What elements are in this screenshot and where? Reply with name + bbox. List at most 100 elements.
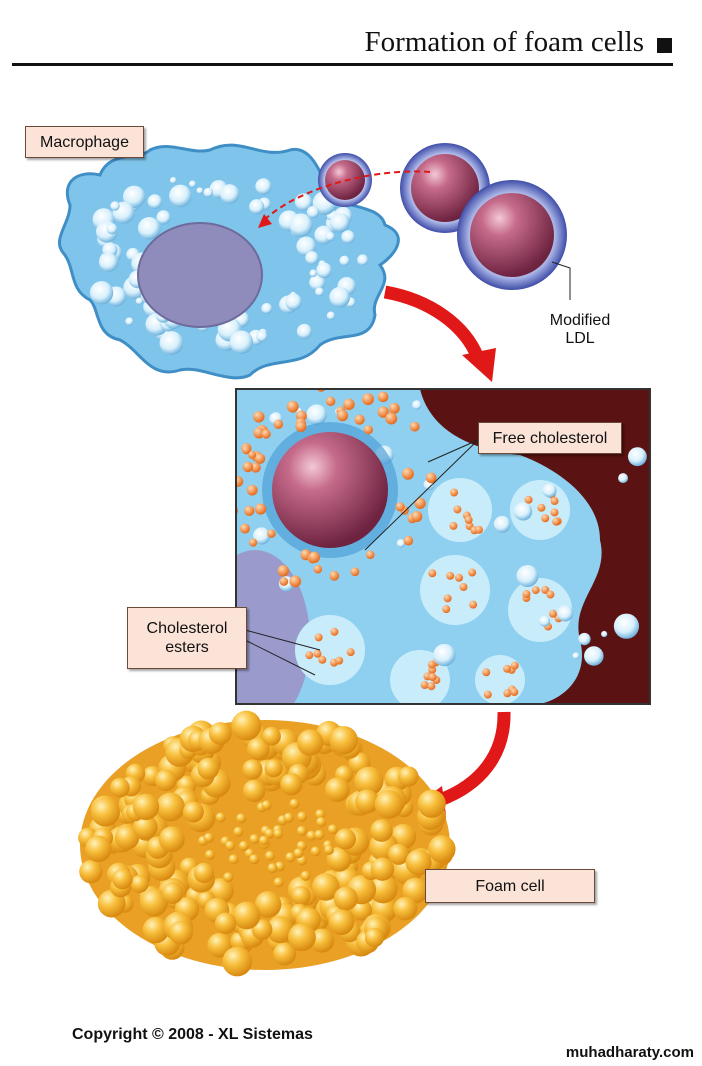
free-cholesterol-droplet	[362, 393, 374, 406]
lipid-droplet	[393, 896, 417, 921]
cholesterol-ester	[318, 655, 327, 664]
lipid-droplet	[182, 801, 204, 823]
lipid-droplet	[351, 899, 373, 921]
free-cholesterol-droplet	[295, 421, 307, 432]
vesicle	[542, 483, 557, 498]
lipid-droplet	[156, 792, 185, 822]
free-cholesterol-droplet	[242, 461, 254, 473]
free-cholesterol-droplet	[350, 567, 360, 577]
modified-ldl-particles	[258, 143, 571, 300]
lipid-droplet	[203, 832, 214, 843]
free-cholesterol-droplet	[329, 570, 340, 581]
free-cholesterol-droplet	[336, 410, 349, 422]
lipid-droplet	[223, 872, 234, 883]
modified-ldl-label-line2: LDL	[565, 330, 595, 347]
lipid-droplet	[264, 828, 275, 839]
modified-ldl-label-line1: Modified	[549, 312, 611, 329]
vacuole	[255, 178, 272, 195]
lipid-droplet	[306, 830, 317, 841]
lipid-droplet	[242, 779, 266, 803]
vacuole	[188, 180, 196, 188]
vacuole	[249, 199, 265, 215]
vesicle	[618, 473, 629, 484]
vacuole	[261, 303, 273, 314]
vacuole	[357, 254, 369, 266]
lipid-droplet	[267, 863, 278, 874]
free-cholesterol-droplet	[253, 411, 265, 423]
cholesterol-ester	[475, 525, 484, 534]
cholesterol-ester	[524, 495, 533, 504]
lipid-droplet	[325, 777, 350, 802]
lipid-droplet	[207, 932, 233, 958]
cholesterol-ester	[442, 605, 451, 614]
lipid-droplet	[333, 886, 358, 911]
cholesterol-ester	[510, 688, 519, 697]
lipid-droplet	[79, 859, 103, 884]
page-title: Formation of foam cells	[364, 26, 644, 58]
cholesterol-ester	[541, 514, 550, 523]
vesicle	[572, 652, 580, 660]
cholesterol-ester	[427, 660, 436, 669]
lipid-droplet	[289, 798, 300, 809]
free-cholesterol-droplet	[363, 425, 374, 435]
vesicle	[557, 605, 574, 622]
lipid-droplet	[370, 819, 393, 842]
vacuole	[315, 287, 324, 297]
cholesterol-ester	[483, 690, 492, 699]
free-cholesterol-droplet	[354, 414, 365, 425]
lipid-droplet	[208, 722, 232, 745]
lipid-droplet	[112, 868, 133, 890]
lipid-droplet	[364, 927, 385, 948]
vacuole	[169, 184, 192, 208]
title-underline	[12, 63, 673, 66]
lipid-droplet	[283, 812, 294, 823]
macrophage-cell	[58, 143, 400, 380]
lipid-droplet	[405, 849, 432, 876]
lipid-droplet	[242, 759, 263, 780]
lipid-droplet	[397, 766, 419, 787]
vacuole	[296, 323, 312, 340]
lipid-droplet	[254, 891, 282, 918]
free-cholesterol-droplet	[286, 400, 299, 413]
lipid-droplet	[266, 916, 294, 944]
lipid-droplet	[328, 909, 355, 936]
free-cholesterol-droplet	[414, 497, 426, 509]
free-cholesterol-droplet	[277, 565, 290, 577]
free-cholesterol-droplet	[254, 453, 266, 464]
lipid-droplet	[428, 835, 456, 863]
cholesterol-ester	[450, 488, 459, 497]
vacuole	[306, 205, 320, 219]
lipid-droplet	[249, 834, 260, 845]
cholesterol-ester	[446, 571, 455, 580]
vesicle	[412, 400, 422, 410]
lipid-droplet	[222, 946, 253, 977]
lipid-droplet	[311, 873, 340, 901]
cholesterol-esters-line1: Cholesterol	[146, 620, 228, 637]
free-cholesterol-droplet	[244, 505, 255, 516]
lipid-droplet	[225, 840, 236, 851]
vesicle	[306, 404, 328, 425]
free-cholesterol-droplet	[249, 538, 258, 547]
vacuole	[339, 255, 350, 266]
cholesterol-ester	[427, 682, 436, 691]
lipid-droplet	[130, 874, 149, 893]
lipid-droplet	[326, 846, 352, 872]
free-cholesterol-droplet	[246, 484, 258, 496]
lipid-droplet	[85, 835, 112, 862]
free-cholesterol-droplet	[316, 389, 326, 392]
cholesterol-ester	[459, 582, 468, 591]
arrow-to-inset	[383, 285, 496, 382]
free-cholesterol-droplet	[261, 429, 271, 439]
cholesterol-ester	[428, 673, 437, 682]
vesicle	[613, 613, 640, 639]
vacuole	[229, 330, 254, 355]
lipid-droplet	[232, 901, 261, 930]
vacuole	[159, 331, 184, 355]
free-cholesterol-droplet	[401, 467, 414, 480]
free-cholesterol-droplet	[409, 421, 420, 432]
cholesterol-ester	[420, 681, 429, 690]
lipid-droplet	[329, 726, 358, 755]
free-cholesterol-droplet	[385, 412, 398, 425]
